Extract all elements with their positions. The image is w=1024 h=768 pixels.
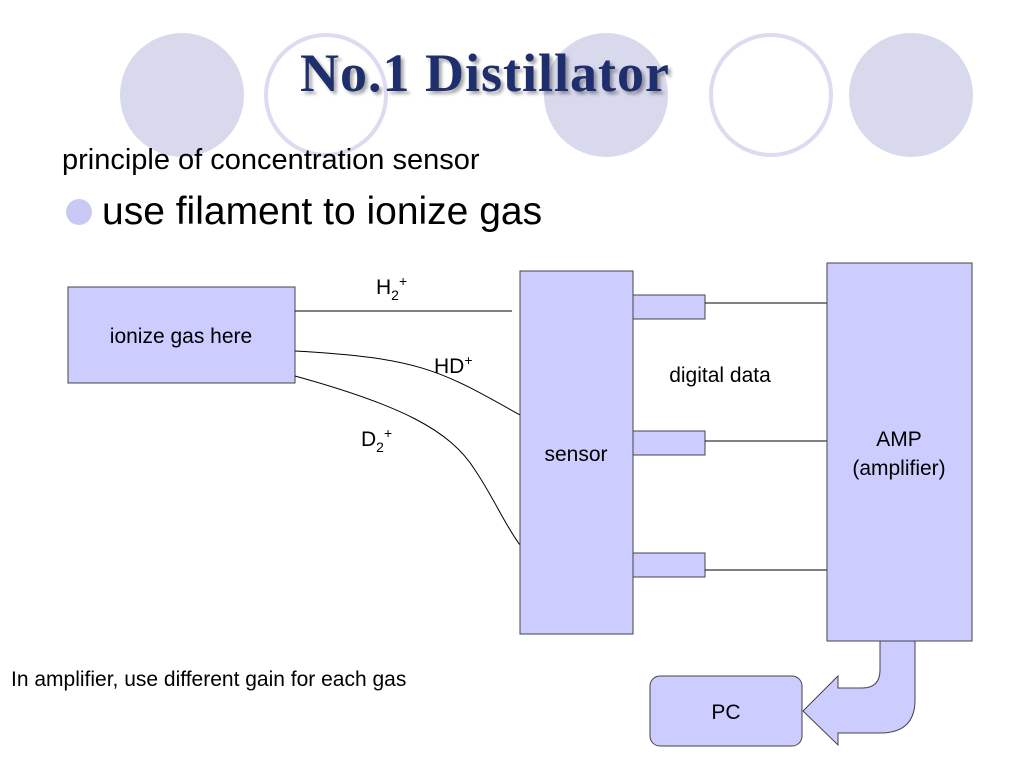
sensor-label: sensor [544,443,607,466]
connector-pad-2 [632,430,706,456]
pc-box [649,675,803,747]
slide-subtitle: principle of concentration sensor [62,144,480,176]
d2-label: D2+ [361,425,392,455]
connector-pad-3 [632,552,706,578]
slide-title: No.1 Distillator [300,43,670,103]
deco-circle-3 [544,33,668,157]
amp-label: AMP(amplifier) [852,428,945,480]
hd-label: HD+ [434,352,473,378]
amp-to-pc-arrow [802,640,916,747]
deco-circle-4 [709,33,833,157]
h2-label: H2+ [376,273,407,303]
connector-pad-1 [632,294,706,320]
deco-circle-5 [849,33,973,157]
sensor-box [519,270,634,635]
digital-data-label: digital data [669,364,771,387]
bullet-text: use filament to ionize gas [102,190,543,233]
d2-path [294,375,521,546]
amp-box [826,262,973,642]
ionizer-box [67,286,296,384]
bullet-dot-icon [66,199,92,225]
hd-path [294,350,521,416]
deco-circle-1 [120,33,244,157]
ionizer-label: ionize gas here [110,325,252,348]
deco-circle-2 [264,33,388,157]
decorative-circles [120,33,973,157]
bullet-item: use filament to ionize gas [66,190,542,234]
pc-label: PC [711,701,740,724]
amplifier-note: In amplifier, use different gain for eac… [11,668,407,691]
